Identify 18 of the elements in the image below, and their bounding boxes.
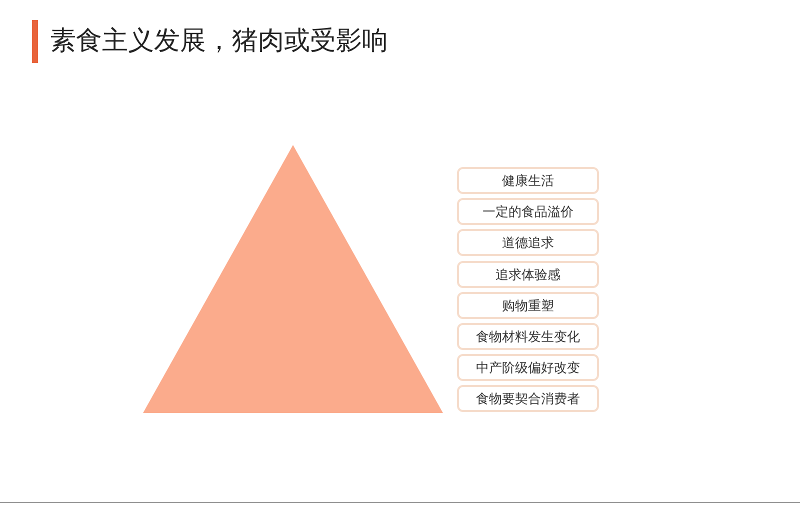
factor-box — [457, 354, 599, 381]
factor-box — [457, 323, 599, 350]
pyramid-shape — [143, 145, 443, 413]
factor-label: 道德追求 — [502, 234, 554, 252]
factor-box — [457, 385, 599, 412]
factor-label: 一定的食品溢价 — [482, 204, 574, 220]
factor-box — [457, 261, 599, 288]
factor-box — [457, 292, 599, 319]
factor-label: 健康生活 — [502, 172, 554, 190]
factor-label: 购物重塑 — [502, 298, 554, 314]
factor-box — [457, 167, 599, 194]
factor-box — [457, 229, 599, 256]
title: 素食主义发展，猪肉或受影响 — [50, 25, 388, 58]
factor-label: 食物要契合消费者 — [476, 390, 580, 408]
factor-label: 追求体验感 — [496, 266, 560, 284]
factor-label: 食物材料发生变化 — [476, 328, 580, 346]
factor-label: 中产阶级偏好改变 — [476, 360, 580, 376]
factor-box — [457, 198, 599, 225]
